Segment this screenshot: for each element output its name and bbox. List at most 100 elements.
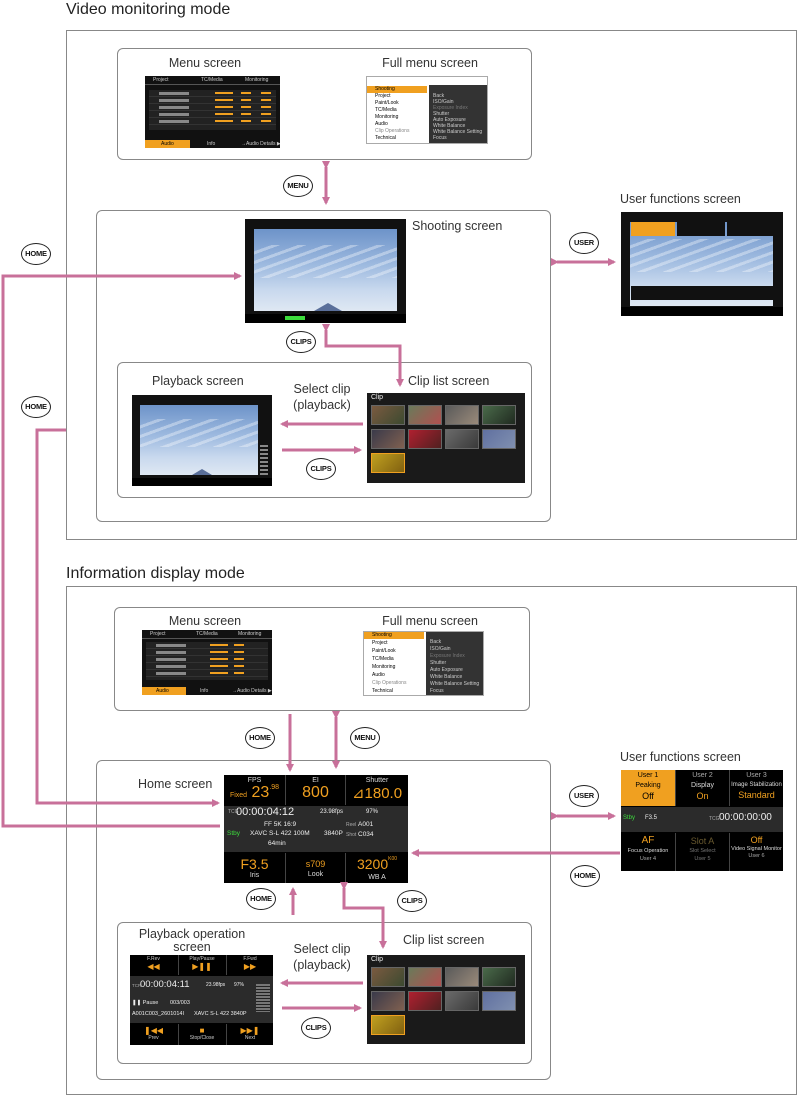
menu-button-badge-video[interactable]: MENU xyxy=(283,175,313,197)
pb-btn-playpause[interactable]: Play/Pause ▶❚❚ xyxy=(178,955,225,975)
home-screen[interactable]: FPS Fixed 23.98 EI 800 Shutter ⊿180.0 TC… xyxy=(224,775,408,883)
home-remain: 64min xyxy=(268,840,286,847)
menu-button-badge-info[interactable]: MENU xyxy=(350,727,380,749)
playback-operation-screen[interactable]: F.Rev ◀◀ Play/Pause ▶❚❚ F.Fwd ▶▶ TCR 00:… xyxy=(130,955,273,1045)
home-wb-cell[interactable]: 3200K00 WB A xyxy=(346,853,408,883)
shooting-screen[interactable] xyxy=(245,219,406,323)
clip-list-screen-video[interactable]: Clip xyxy=(367,393,525,483)
home-fps-label: FPS xyxy=(247,777,262,784)
home-ei-value: 800 xyxy=(302,784,329,801)
info-fm-left-4: Monitoring xyxy=(372,664,396,670)
home-wb-value: 3200 xyxy=(356,856,389,872)
home-info-panel: TCG 00:00:04:12 23.98fps 97% FF 5K 16:9 … xyxy=(224,806,408,852)
video-full-menu-screen[interactable]: Shooting Project Paint/Look TC/Media Mon… xyxy=(366,76,488,144)
fm-right-0: Back xyxy=(433,93,445,99)
pb-audio-meter xyxy=(256,984,270,1012)
pb-codec: XAVC S-L 422 3840P xyxy=(194,1011,247,1017)
clips-button-badge-video-1[interactable]: CLIPS xyxy=(286,331,316,353)
info-menu-screen[interactable]: Project TC/Media Monitoring Audio Info →… xyxy=(142,630,272,695)
fm-right-4: Auto Exposure xyxy=(433,117,466,123)
info-fm-left-3: TC/Media xyxy=(372,656,394,662)
pb-btn-playpause-glyph: ▶❚❚ xyxy=(192,962,212,971)
pb-btn-ffwd-glyph: ▶▶ xyxy=(243,962,257,971)
shooting-screen-label: Shooting screen xyxy=(412,219,503,233)
playback-screen-label: Playback screen xyxy=(152,374,244,388)
home-button-badge-user[interactable]: HOME xyxy=(570,865,600,887)
home-button-badge-outer[interactable]: HOME xyxy=(21,243,51,265)
fm-right-6: White Balance Setting xyxy=(433,129,483,135)
video-menu-screen[interactable]: Project TC/Media Monitoring Audio Info →… xyxy=(145,76,280,148)
clips-button-badge-video-2[interactable]: CLIPS xyxy=(306,458,336,480)
playback-op-label-2: screen xyxy=(173,940,211,954)
pb-btn-next-glyph: ▶▶❚ xyxy=(240,1026,260,1035)
user-button-badge-video[interactable]: USER xyxy=(569,232,599,254)
home-look-value: s709 xyxy=(305,859,326,869)
uf-mid-tc: 00:00:00:00 xyxy=(719,812,772,823)
uf-cell-6-cap: User 6 xyxy=(748,853,765,859)
pb-btn-stop-glyph: ■ xyxy=(199,1026,205,1035)
uf-cell-2[interactable]: User 2 Display On xyxy=(675,770,729,806)
menu-tab-project: Project xyxy=(153,77,169,83)
home-button-badge-menu[interactable]: HOME xyxy=(245,727,275,749)
uf-cell-1-name: Peaking xyxy=(635,782,661,789)
info-fm-right-5: White Balance xyxy=(430,674,463,680)
home-button-badge-inner[interactable]: HOME xyxy=(21,396,51,418)
video-user-functions-screen[interactable] xyxy=(621,212,783,316)
clip-list-label-info: Clip list screen xyxy=(403,933,485,947)
home-codec: XAVC S-L 422 100M xyxy=(250,830,310,837)
home-iris-label: Iris xyxy=(249,872,260,879)
playback-screen[interactable] xyxy=(132,395,272,486)
home-look-cell[interactable]: s709 Look xyxy=(286,853,346,883)
home-ei-cell[interactable]: EI 800 xyxy=(286,775,346,805)
uf-cell-2-name: Display xyxy=(691,782,714,789)
info-fm-left-5: Audio xyxy=(372,672,385,678)
home-fps-cell[interactable]: FPS Fixed 23.98 xyxy=(224,775,286,805)
clip-list-screen-info[interactable]: Clip xyxy=(367,955,525,1044)
info-menu-tab-tcmedia: TC/Media xyxy=(196,631,218,637)
pb-battery: 97% xyxy=(234,982,245,988)
pb-tc-label: TCR xyxy=(132,983,142,988)
uf-cell-5[interactable]: Slot A Slot Select User 5 xyxy=(675,833,729,871)
uf-cell-6[interactable]: Off Video Signal Monitor User 6 xyxy=(729,833,783,871)
uf-cell-5-name: Slot Select xyxy=(689,848,716,854)
info-menu-bottom-info: Info xyxy=(200,688,209,694)
uf-cell-1-cap: User 1 xyxy=(637,772,659,779)
uf-cell-1[interactable]: User 1 Peaking Off xyxy=(621,770,675,806)
clips-button-badge-info-1[interactable]: CLIPS xyxy=(397,890,427,912)
pb-count: 003/003 xyxy=(170,1000,190,1006)
fm-left-7: Technical xyxy=(375,135,396,141)
fm-right-7: Focus xyxy=(433,135,447,141)
home-format: FF 5K 16:9 xyxy=(264,821,297,828)
info-user-functions-label: User functions screen xyxy=(620,750,741,764)
user-button-badge-info[interactable]: USER xyxy=(569,785,599,807)
clips-button-badge-info-2[interactable]: CLIPS xyxy=(301,1017,331,1039)
home-fps-sup: .98 xyxy=(269,784,280,791)
uf-cell-3-cap: User 3 xyxy=(746,772,767,779)
pb-btn-next[interactable]: ▶▶❚ Next xyxy=(226,1024,273,1045)
uf-cell-3-value: Standard xyxy=(738,790,775,800)
pb-btn-prev[interactable]: ❚◀◀ Prev xyxy=(130,1024,177,1045)
home-shutter-label: Shutter xyxy=(365,777,389,784)
uf-cell-3[interactable]: User 3 Image Stabilization Standard xyxy=(729,770,783,806)
info-fm-left-1: Project xyxy=(372,640,388,646)
info-fm-left-2: Paint/Look xyxy=(372,648,396,654)
pb-btn-ffwd[interactable]: F.Fwd ▶▶ xyxy=(226,955,273,975)
info-full-menu-screen[interactable]: Shooting Project Paint/Look TC/Media Mon… xyxy=(363,631,484,696)
home-screen-label: Home screen xyxy=(138,777,213,791)
home-tc-value: 00:00:04:12 xyxy=(236,806,295,818)
info-user-functions-screen[interactable]: User 1 Peaking Off User 2 Display On Use… xyxy=(621,770,783,871)
home-shutter-cell[interactable]: Shutter ⊿180.0 xyxy=(346,775,408,805)
pb-btn-frev[interactable]: F.Rev ◀◀ xyxy=(130,955,177,975)
info-menu-screen-label: Menu screen xyxy=(168,614,242,628)
fm-left-1: Project xyxy=(375,93,391,99)
pb-rate: 23.98fps xyxy=(206,982,226,988)
home-iris-cell[interactable]: F3.5 Iris xyxy=(224,853,286,883)
pb-btn-next-cap: Next xyxy=(244,1035,256,1041)
uf-cell-4[interactable]: AF Focus Operation User 4 xyxy=(621,833,675,871)
fm-left-0: Shooting xyxy=(375,86,395,92)
fm-left-3: TC/Media xyxy=(375,107,397,113)
pb-clip: A001C003_2601014I xyxy=(132,1011,184,1017)
pb-btn-stop[interactable]: ■ Stop/Close xyxy=(178,1024,225,1045)
playback-op-label-1: Playback operation xyxy=(138,927,246,941)
home-button-badge-playback[interactable]: HOME xyxy=(246,888,276,910)
